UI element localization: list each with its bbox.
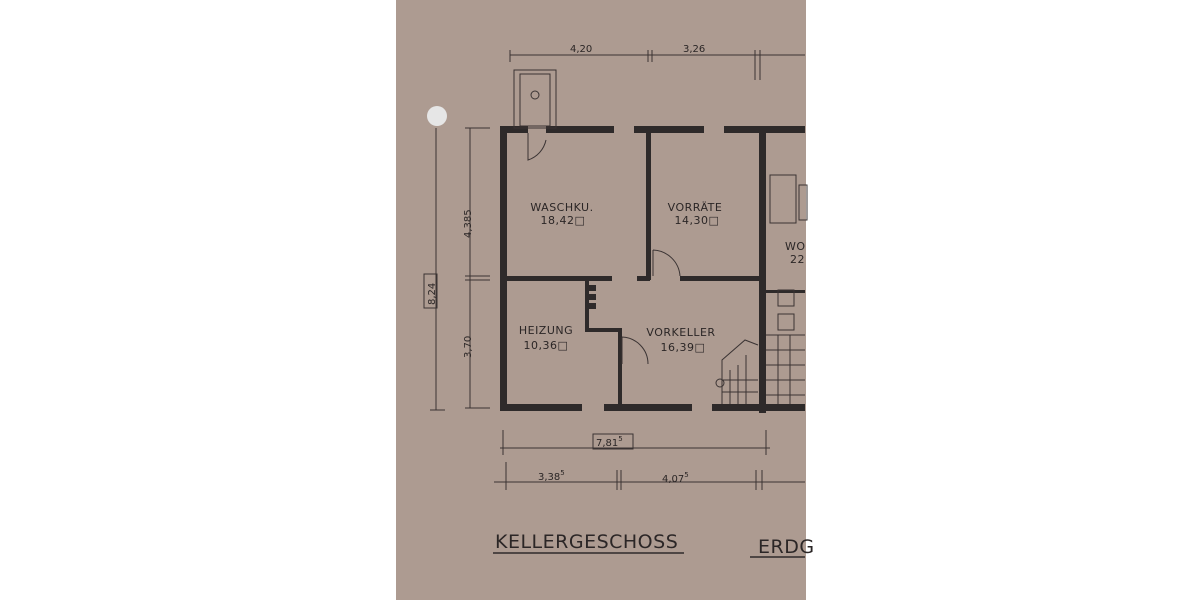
dim-bottom-right: 4,075 bbox=[662, 471, 689, 485]
walls bbox=[500, 126, 805, 413]
dim-left-upper: 4,385 bbox=[463, 209, 474, 238]
cardboard-background bbox=[396, 0, 806, 600]
room-labels: WASCHKU. 18,42□ VORRÄTE 14,30□ WO 22 HEI… bbox=[519, 201, 806, 354]
floor-title: KELLERGESCHOSS bbox=[495, 531, 678, 553]
room-name: VORRÄTE bbox=[668, 201, 723, 214]
dim-top-left: 4,20 bbox=[570, 44, 592, 55]
dim-top-right: 3,26 bbox=[683, 44, 705, 55]
room-area: 14,30□ bbox=[675, 214, 720, 227]
room-area: 16,39□ bbox=[661, 341, 706, 354]
dim-bottom-total: 7,815 bbox=[596, 435, 623, 449]
punch-hole bbox=[427, 106, 447, 126]
fixtures bbox=[513, 69, 808, 404]
dimension-lines bbox=[430, 50, 805, 490]
room-area: 18,42□ bbox=[541, 214, 586, 227]
room-name: VORKELLER bbox=[646, 326, 715, 339]
dim-bottom-left: 3,385 bbox=[538, 469, 565, 483]
room-area: 10,36□ bbox=[524, 339, 569, 352]
room-area: 22 bbox=[790, 253, 805, 266]
dimension-labels: 4,20 3,26 4,385 3,70 8,24 7,815 3,385 4,… bbox=[423, 44, 705, 485]
room-name: WO bbox=[785, 240, 806, 253]
room-name: WASCHKU. bbox=[530, 201, 593, 214]
dim-left-total: 8,24 bbox=[427, 283, 438, 305]
room-name: HEIZUNG bbox=[519, 324, 573, 337]
dim-left-lower: 3,70 bbox=[463, 336, 474, 358]
next-floor-title: ERDG bbox=[758, 536, 815, 558]
